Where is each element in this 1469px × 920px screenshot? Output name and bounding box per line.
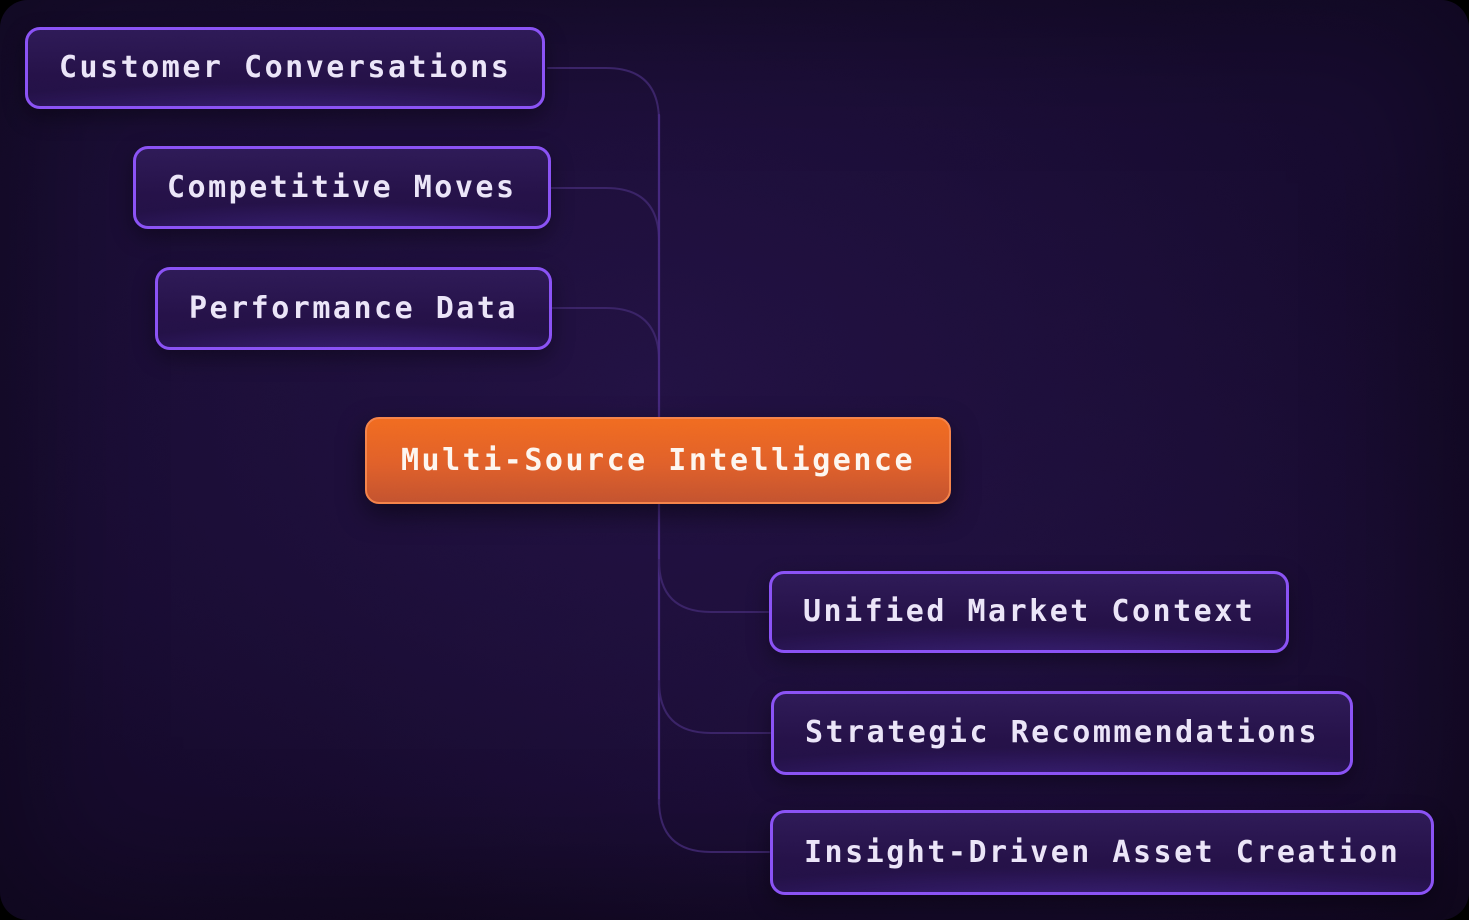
node-label: Multi-Source Intelligence [401,442,916,478]
node-competitive-moves[interactable]: Competitive Moves [133,146,551,229]
connector-unified-market-context [658,559,769,613]
node-label: Customer Conversations [59,50,512,85]
connector-strategic-recommendations [658,680,771,734]
node-unified-market-context[interactable]: Unified Market Context [769,571,1290,653]
connector-insight-driven-asset-creation [658,799,770,853]
connector-performance-data [546,307,660,362]
node-insight-driven-asset-creation[interactable]: Insight-Driven Asset Creation [770,810,1435,895]
node-label: Strategic Recommendations [805,715,1320,750]
node-multi-source-intelligence[interactable]: Multi-Source Intelligence [365,417,952,504]
node-label: Performance Data [189,290,518,326]
node-performance-data[interactable]: Performance Data [155,267,552,350]
connector-customer-conversations [547,67,660,122]
node-label: Insight-Driven Asset Creation [804,834,1401,870]
node-label: Unified Market Context [803,594,1256,629]
node-strategic-recommendations[interactable]: Strategic Recommendations [771,691,1354,775]
node-customer-conversations[interactable]: Customer Conversations [25,27,546,109]
node-label: Competitive Moves [167,169,517,205]
connector-competitive-moves [547,187,660,242]
